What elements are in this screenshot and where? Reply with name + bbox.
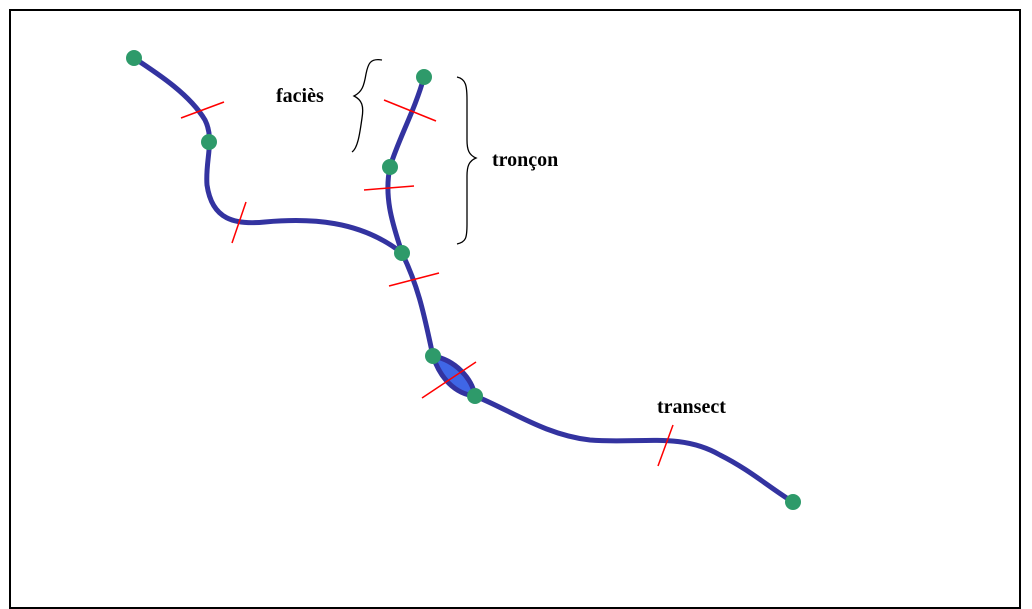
- transect-mark: [657, 424, 674, 467]
- transect-mark: [363, 185, 415, 191]
- node-point: [467, 388, 483, 404]
- node-point: [382, 159, 398, 175]
- transect-marks: [180, 99, 674, 467]
- node-point: [126, 50, 142, 66]
- river-main-channel: [399, 250, 436, 359]
- facies-label: faciès: [276, 85, 324, 107]
- node-point: [425, 348, 441, 364]
- transect-mark: [231, 201, 247, 244]
- transect-label: transect: [657, 396, 726, 418]
- river-nodes: [126, 50, 801, 510]
- river-network: [131, 55, 796, 505]
- transect-mark: [388, 272, 440, 287]
- troncon-label: tronçon: [492, 149, 558, 171]
- river-upper-left-branch: [131, 55, 405, 256]
- transect-mark: [421, 361, 477, 399]
- node-point: [201, 134, 217, 150]
- transect-mark: [383, 99, 437, 122]
- facies-brace: [351, 58, 383, 153]
- transect-mark: [180, 101, 225, 119]
- node-point: [416, 69, 432, 85]
- node-point: [394, 245, 410, 261]
- river-lower-channel: [472, 393, 796, 505]
- troncon-brace: [456, 76, 478, 245]
- node-point: [785, 494, 801, 510]
- diagram-frame: [9, 9, 1021, 609]
